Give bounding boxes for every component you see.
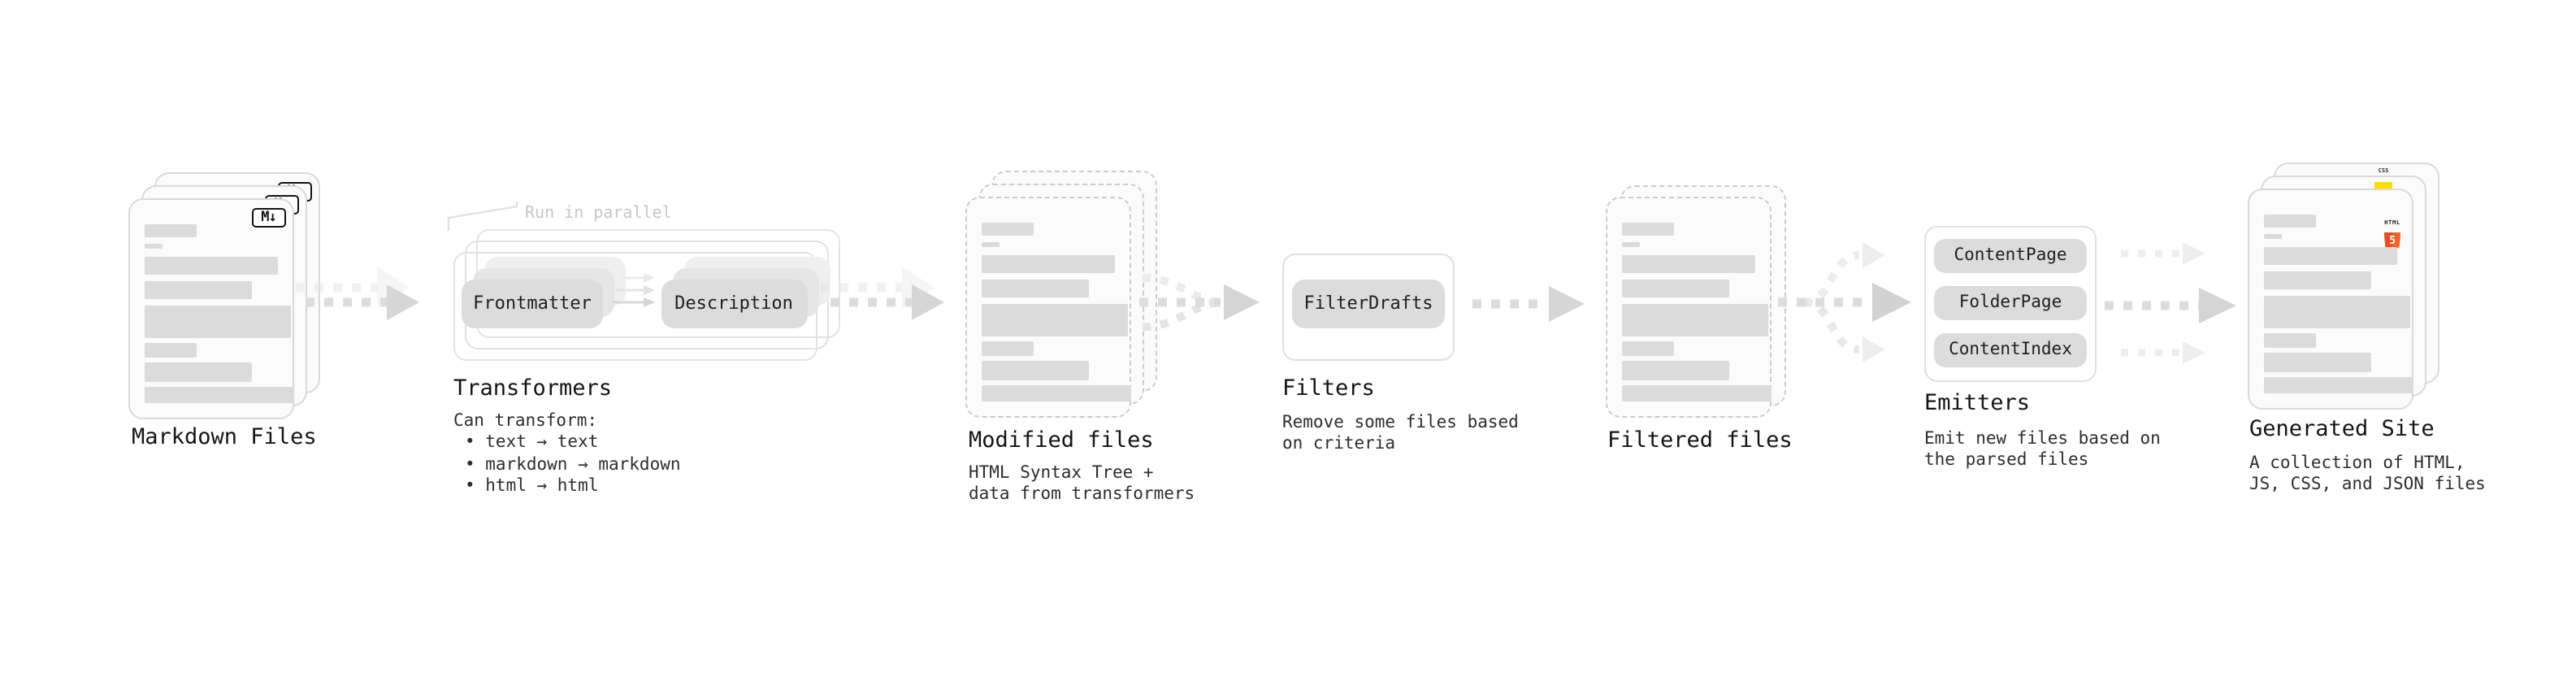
text-skeleton-line — [2263, 295, 2409, 327]
filtered-files-stack — [1605, 185, 1785, 418]
text-skeleton-line — [982, 361, 1089, 380]
modified-desc-line: data from transformers — [969, 484, 1195, 505]
text-skeleton-line — [1621, 341, 1673, 356]
transformers-note-title: Can transform: — [453, 411, 598, 431]
generated-doc-html: HTML 5 — [2247, 189, 2413, 410]
text-skeleton-line — [145, 387, 294, 403]
filters-desc-line: on criteria — [1282, 434, 1396, 454]
transformers-description: Can transform: • text → text • markdown … — [453, 411, 681, 498]
contentpage-pill: ContentPage — [1934, 238, 2087, 272]
filters-description: Remove some files based on criteria — [1282, 413, 1519, 457]
flow-arrow-icon — [821, 267, 944, 320]
flow-arrow-icon — [2105, 288, 2236, 323]
run-in-parallel-note: Run in parallel — [525, 205, 672, 223]
filters-desc-line: Remove some files based — [1282, 413, 1519, 432]
text-skeleton-line — [1621, 279, 1728, 297]
text-skeleton-line — [1621, 241, 1639, 247]
html5-icon: HTML 5 — [2382, 200, 2403, 250]
contentindex-pill: ContentIndex — [1934, 332, 2087, 367]
flow-arrow-icon — [1472, 286, 1585, 322]
fanout-arrow-icon — [1778, 242, 1911, 362]
text-skeleton-line — [145, 224, 197, 237]
text-skeleton-line — [145, 305, 291, 337]
text-skeleton-line — [982, 341, 1034, 356]
text-skeleton-line — [2263, 271, 2370, 288]
text-skeleton-line — [2263, 246, 2396, 264]
text-skeleton-line — [982, 385, 1131, 401]
text-skeleton-line — [2263, 333, 2315, 348]
text-skeleton-line — [145, 362, 252, 382]
parallel-arrows-icon — [613, 273, 655, 307]
transformers-bullet: • markdown → markdown — [465, 454, 681, 475]
markdown-files-label: Markdown Files — [132, 424, 317, 450]
generated-desc-line: A collection of HTML, — [2249, 453, 2465, 473]
markdown-files-stack: M↓ M↓ M↓ — [128, 172, 320, 419]
text-skeleton-line — [982, 303, 1128, 336]
emitters-description: Emit new files based on the parsed files — [1924, 429, 2161, 473]
text-skeleton-line — [145, 243, 163, 249]
text-skeleton-line — [1621, 385, 1771, 401]
emitters-desc-line: Emit new files based on — [1924, 429, 2161, 449]
flow-arrow-icon — [296, 267, 419, 320]
text-skeleton-line — [2263, 353, 2370, 372]
transformers-label: Transformers — [453, 375, 613, 401]
text-skeleton-line — [982, 254, 1115, 272]
text-skeleton-line — [982, 241, 1000, 247]
flow-arrow-icon — [2121, 341, 2205, 364]
modified-files-description: HTML Syntax Tree + data from transformer… — [969, 463, 1195, 507]
transformers-bullet: • html → html — [465, 476, 599, 497]
text-skeleton-line — [1621, 303, 1767, 336]
text-skeleton-line — [1621, 223, 1673, 236]
flow-arrow-icon — [2121, 242, 2205, 265]
generated-desc-line: JS, CSS, and JSON files — [2249, 475, 2486, 495]
merge-arrow-icon — [1139, 274, 1260, 331]
modified-files-stack — [965, 171, 1157, 418]
text-skeleton-line — [1621, 361, 1728, 380]
modified-doc-front — [965, 197, 1131, 418]
generated-site-stack: CSS HTML 5 — [2247, 163, 2439, 410]
transformers-bullet: • text → text — [465, 432, 599, 453]
emitters-desc-line: the parsed files — [1924, 450, 2089, 471]
javascript-icon — [2374, 182, 2392, 191]
description-pill: Description — [661, 279, 807, 327]
text-skeleton-line — [2263, 377, 2413, 393]
text-skeleton-line — [2263, 233, 2281, 239]
modified-desc-line: HTML Syntax Tree + — [969, 463, 1154, 483]
markdown-doc-front: M↓ — [128, 198, 294, 419]
filtered-doc-front — [1605, 197, 1771, 418]
filters-label: Filters — [1282, 375, 1375, 401]
text-skeleton-line — [145, 343, 197, 358]
filterdrafts-pill: FilterDrafts — [1292, 279, 1445, 327]
emitters-label: Emitters — [1924, 390, 2031, 416]
text-skeleton-line — [2263, 215, 2315, 228]
text-skeleton-line — [1621, 254, 1754, 272]
markdown-icon: M↓ — [252, 207, 285, 228]
text-skeleton-line — [982, 279, 1089, 297]
note-connector-line — [447, 202, 518, 231]
text-skeleton-line — [145, 280, 252, 298]
generated-site-description: A collection of HTML, JS, CSS, and JSON … — [2249, 453, 2486, 497]
filtered-files-label: Filtered files — [1607, 427, 1793, 453]
text-skeleton-line — [145, 256, 278, 274]
modified-files-label: Modified files — [969, 427, 1154, 453]
frontmatter-pill: Frontmatter — [462, 279, 603, 327]
text-skeleton-line — [982, 223, 1034, 236]
folderpage-pill: FolderPage — [1934, 285, 2087, 319]
generated-site-label: Generated Site — [2249, 416, 2435, 442]
